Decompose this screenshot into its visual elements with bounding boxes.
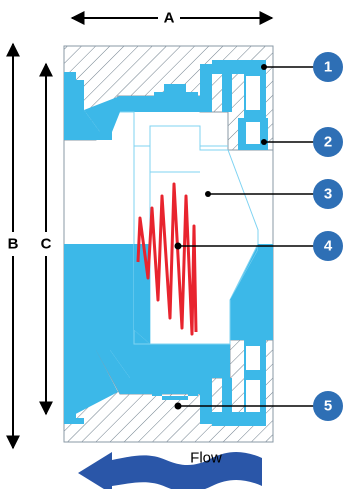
- callout-dots: [174, 64, 267, 410]
- callout-2: 2: [313, 127, 343, 157]
- callout-1-number: 1: [324, 59, 332, 76]
- callout-5: 5: [313, 391, 343, 421]
- dimension-c: C: [39, 62, 53, 416]
- top-seal-slots: [246, 76, 260, 144]
- callout-3: 3: [313, 179, 343, 209]
- callout-5-number: 5: [324, 398, 332, 415]
- callout-3-number: 3: [324, 186, 332, 203]
- flow-arrow: [78, 452, 262, 489]
- callout-4: 4: [313, 231, 343, 261]
- dimension-a-label: A: [164, 10, 175, 27]
- flow-label: Flow: [190, 450, 222, 467]
- bottom-seal-slots: [246, 346, 260, 412]
- dimension-b-label: B: [8, 236, 19, 253]
- callout-leaders: [178, 66, 318, 407]
- disc-right-fill: [230, 244, 273, 300]
- callout-1: 1: [313, 52, 343, 82]
- dimension-a: A: [70, 10, 274, 27]
- callout-4-number: 4: [324, 238, 333, 255]
- disc-face: [149, 125, 259, 345]
- callout-2-number: 2: [324, 134, 332, 151]
- dimension-c-label: C: [41, 236, 52, 253]
- spring: [136, 182, 198, 336]
- dimension-b: B: [6, 42, 21, 450]
